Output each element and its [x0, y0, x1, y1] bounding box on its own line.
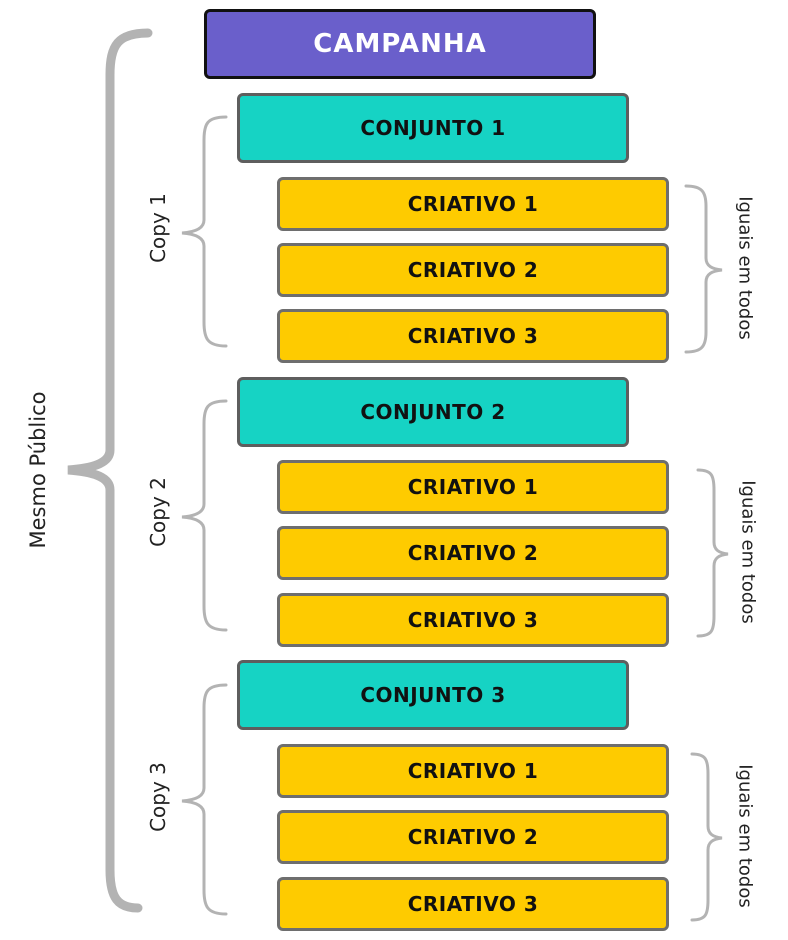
copy-label-1: Copy 1	[146, 193, 170, 263]
copy-label-2: Copy 2	[146, 477, 170, 547]
copy-brace-3	[181, 683, 228, 916]
criativo-label: CRIATIVO 3	[407, 324, 539, 348]
criativo-box-1-2: CRIATIVO 2	[277, 243, 669, 297]
criativo-label: CRIATIVO 1	[407, 475, 539, 499]
criativo-label: CRIATIVO 2	[407, 541, 539, 565]
audience-label: Mesmo Público	[26, 391, 50, 549]
criativo-box-2-3: CRIATIVO 3	[277, 593, 669, 647]
criativo-box-1-3: CRIATIVO 3	[277, 309, 669, 363]
criativo-label: CRIATIVO 2	[407, 825, 539, 849]
campaign-label: CAMPANHA	[313, 29, 487, 59]
criativo-box-3-2: CRIATIVO 2	[277, 810, 669, 864]
criativo-label: CRIATIVO 3	[407, 892, 539, 916]
copy-brace-1	[181, 115, 228, 348]
conjunto-box-1: CONJUNTO 1	[237, 93, 629, 163]
same-label-2: Iguais em todos	[737, 480, 759, 624]
conjunto-label: CONJUNTO 3	[360, 683, 506, 707]
criativo-box-3-1: CRIATIVO 1	[277, 744, 669, 798]
same-brace-2	[696, 468, 729, 638]
criativo-box-1-1: CRIATIVO 1	[277, 177, 669, 231]
conjunto-box-2: CONJUNTO 2	[237, 377, 629, 447]
criativo-label: CRIATIVO 1	[407, 759, 539, 783]
audience-brace	[67, 28, 153, 913]
copy-brace-2	[181, 399, 228, 632]
same-label-3: Iguais em todos	[734, 764, 756, 908]
campaign-box: CAMPANHA	[204, 9, 596, 79]
same-label-1: Iguais em todos	[734, 196, 756, 340]
criativo-label: CRIATIVO 1	[407, 192, 539, 216]
same-brace-3	[690, 752, 723, 922]
criativo-label: CRIATIVO 2	[407, 258, 539, 282]
criativo-label: CRIATIVO 3	[407, 608, 539, 632]
copy-label-3: Copy 3	[146, 762, 170, 832]
conjunto-label: CONJUNTO 1	[360, 116, 506, 140]
conjunto-box-3: CONJUNTO 3	[237, 660, 629, 730]
criativo-box-3-3: CRIATIVO 3	[277, 877, 669, 931]
same-brace-1	[684, 184, 723, 354]
criativo-box-2-1: CRIATIVO 1	[277, 460, 669, 514]
criativo-box-2-2: CRIATIVO 2	[277, 526, 669, 580]
conjunto-label: CONJUNTO 2	[360, 400, 506, 424]
